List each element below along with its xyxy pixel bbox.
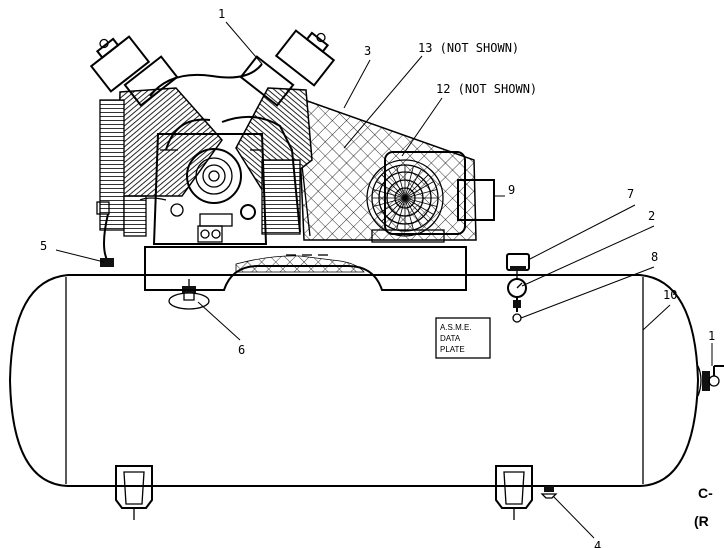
fan-spoke — [376, 197, 406, 215]
callout-13: 13 (NOT SHOWN) — [418, 41, 519, 55]
intake-filter-left — [89, 35, 151, 93]
data-plate-line-3: PLATE — [440, 345, 465, 354]
data-plate-line-2: DATA — [440, 334, 461, 343]
tank-foot-left — [115, 465, 153, 520]
fan-spoke — [396, 197, 406, 231]
fan-spoke — [372, 197, 406, 207]
fan-spoke — [388, 169, 406, 199]
fan-spoke — [404, 169, 422, 199]
fan-spoke — [404, 197, 429, 222]
asme-data-plate: A.S.M.E. DATA PLATE — [435, 317, 491, 359]
callout-4: 4 — [594, 539, 601, 548]
discharge-tubing — [96, 63, 301, 267]
fan-spoke — [381, 197, 406, 222]
safety-valve — [512, 297, 522, 323]
callout-10: 10 — [663, 288, 677, 302]
intake-filter-right — [274, 29, 336, 87]
fan-spoke — [404, 197, 434, 215]
callout-9: 9 — [508, 183, 515, 197]
data-plate-line-1: A.S.M.E. — [440, 323, 472, 332]
corner-text-line-2: (R — [694, 513, 709, 529]
tank-fitting-6 — [168, 279, 210, 310]
air-tank — [8, 274, 700, 487]
callout-7: 7 — [627, 187, 634, 201]
fan-spoke — [372, 189, 406, 199]
fan-spoke — [396, 165, 406, 199]
fan-spoke — [404, 165, 414, 199]
fan-spoke — [404, 197, 422, 227]
callout-12: 12 (NOT SHOWN) — [436, 82, 537, 96]
fan-spoke — [376, 181, 406, 199]
compressor-pump — [99, 55, 313, 245]
leader-lines — [55, 21, 713, 539]
pressure-switch — [506, 253, 530, 271]
fan-spoke — [404, 189, 438, 199]
callout-6: 6 — [238, 343, 245, 357]
fan-spoke — [404, 197, 438, 207]
electric-motor — [366, 151, 495, 243]
corner-text-line-1: C- — [698, 485, 713, 501]
service-valve — [697, 365, 724, 397]
fan-spoke — [404, 197, 414, 231]
fan-spoke — [381, 174, 406, 199]
compressor-platform — [144, 246, 467, 291]
callout-5: 5 — [40, 239, 47, 253]
drain-valve — [540, 486, 558, 499]
tank-foot-right — [495, 465, 533, 520]
callout-8: 8 — [651, 250, 658, 264]
callout-3: 3 — [364, 44, 371, 58]
fan-spoke — [388, 197, 406, 227]
callout-1-right: 1 — [708, 329, 715, 343]
fan-spoke — [404, 181, 434, 199]
callout-2: 2 — [648, 209, 655, 223]
callout-1-top: 1 — [218, 7, 225, 21]
fan-spoke — [404, 174, 429, 199]
